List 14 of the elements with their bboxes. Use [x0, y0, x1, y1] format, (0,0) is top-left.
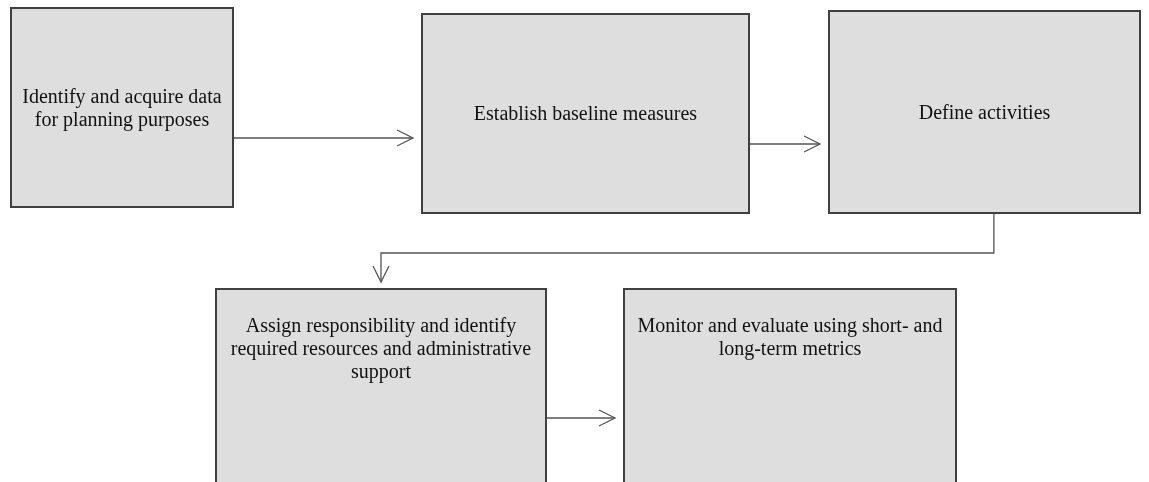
step-text: Assign responsibility and identify required resources and administrative support [229, 314, 533, 383]
process-box [215, 288, 547, 482]
arrow [372, 213, 995, 283]
step-text: Define activities [918, 100, 1051, 124]
step-text: Identify and acquire data for planning purposes [21, 84, 223, 131]
process-box [10, 7, 234, 208]
process-box [828, 10, 1141, 214]
process-box [421, 13, 750, 214]
step-text: Establish baseline measures [473, 102, 698, 125]
arrow [749, 135, 821, 153]
arrow [546, 409, 616, 427]
process-box [623, 288, 957, 482]
step-text: Monitor and evaluate using short- and long-term metrics [636, 314, 944, 360]
arrow [233, 129, 414, 147]
